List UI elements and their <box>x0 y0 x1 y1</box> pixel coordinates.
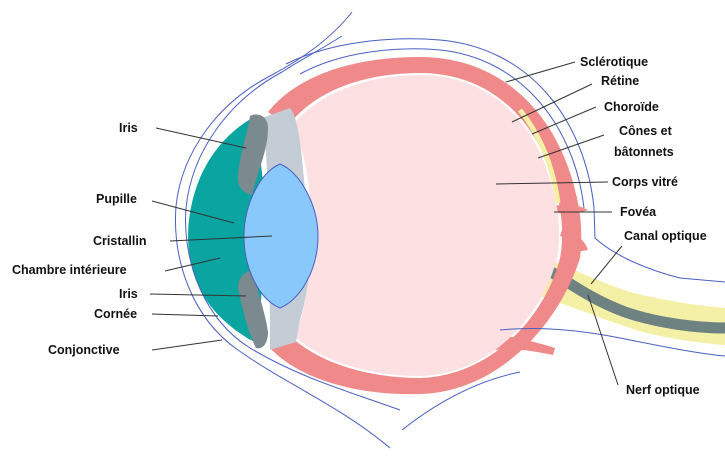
leader-canal-optique <box>591 246 622 284</box>
leader-cornee <box>152 314 218 316</box>
label-chambre-interieure: Chambre intérieure <box>12 263 127 277</box>
label-retine: Rétine <box>601 74 639 88</box>
label-choroide: Choroïde <box>604 100 659 114</box>
label-pupille: Pupille <box>96 192 137 206</box>
vitreous-body <box>290 75 559 376</box>
leader-sclerotique <box>506 62 575 82</box>
label-sclerotique: Sclérotique <box>580 55 648 69</box>
label-conjonctive: Conjonctive <box>48 343 120 357</box>
label-cristallin: Cristallin <box>93 234 147 248</box>
leader-conjonctive <box>152 340 222 350</box>
label-fovea: Fovéa <box>620 205 657 219</box>
label-canal-optique: Canal optique <box>624 229 707 243</box>
label-cones-line2: bâtonnets <box>614 145 674 159</box>
label-iris-bottom: Iris <box>119 287 138 301</box>
label-iris-top: Iris <box>119 121 138 135</box>
label-nerf-optique: Nerf optique <box>626 383 700 397</box>
label-corps-vitre: Corps vitré <box>612 175 678 189</box>
label-cones-line1: Cônes et <box>619 124 673 138</box>
label-cornee: Cornée <box>94 307 137 321</box>
